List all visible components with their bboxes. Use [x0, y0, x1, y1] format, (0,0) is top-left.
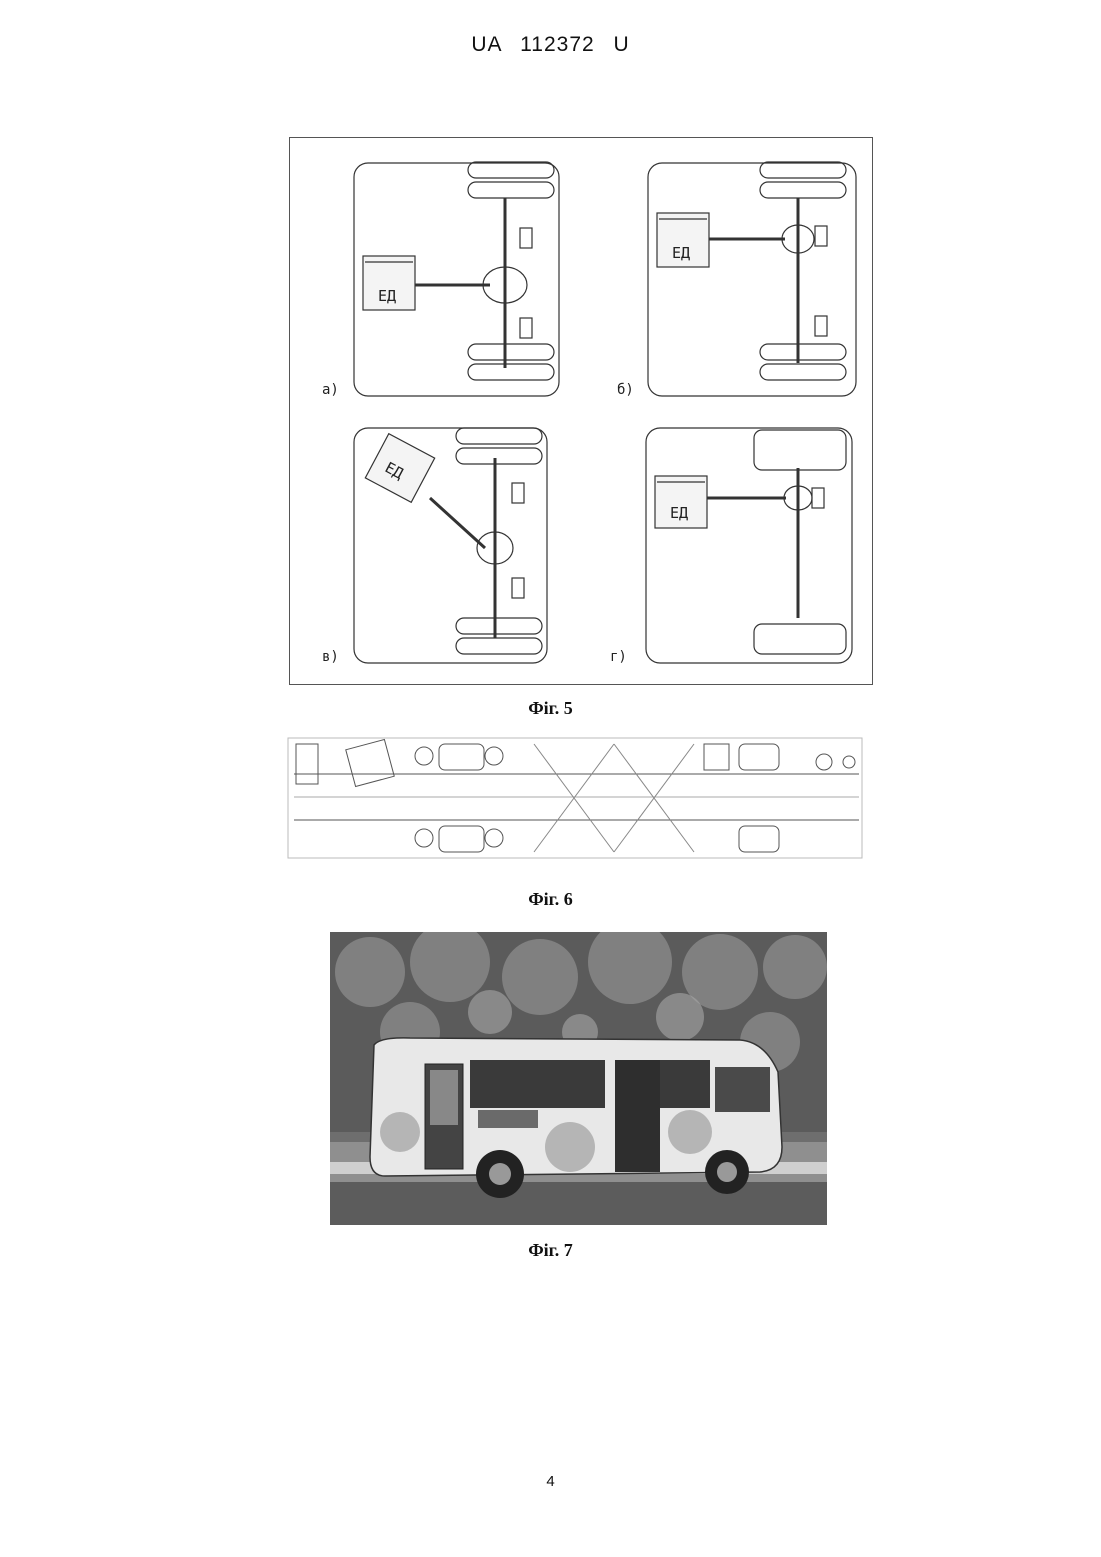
panel-a: ЕД: [354, 162, 559, 396]
panel-v-label: в): [322, 649, 339, 665]
panel-v: ЕД: [354, 428, 547, 663]
figure-7-caption: Фіг. 7: [0, 1240, 1101, 1261]
figure-5-caption: Фіг. 5: [0, 698, 1101, 719]
figure-6-caption: Фіг. 6: [0, 889, 1101, 910]
motor-label-b: ЕД: [672, 244, 690, 262]
figure-6-chassis-drawing: [284, 734, 866, 862]
panel-g-label: г): [610, 649, 627, 665]
panel-b: ЕД: [648, 162, 856, 396]
page-number: 4: [0, 1473, 1101, 1490]
document-number: UA 112372 U: [0, 33, 1101, 57]
panel-g: ЕД: [646, 428, 852, 663]
figure-5-drawing: ЕД а) ЕД б) ЕД: [289, 137, 873, 685]
motor-label-g: ЕД: [670, 504, 688, 522]
figure-7-bus-photo: [330, 932, 827, 1225]
panel-a-label: а): [322, 382, 339, 398]
panel-b-label: б): [617, 382, 634, 398]
bus: [370, 1038, 782, 1198]
motor-label-a: ЕД: [378, 287, 396, 305]
